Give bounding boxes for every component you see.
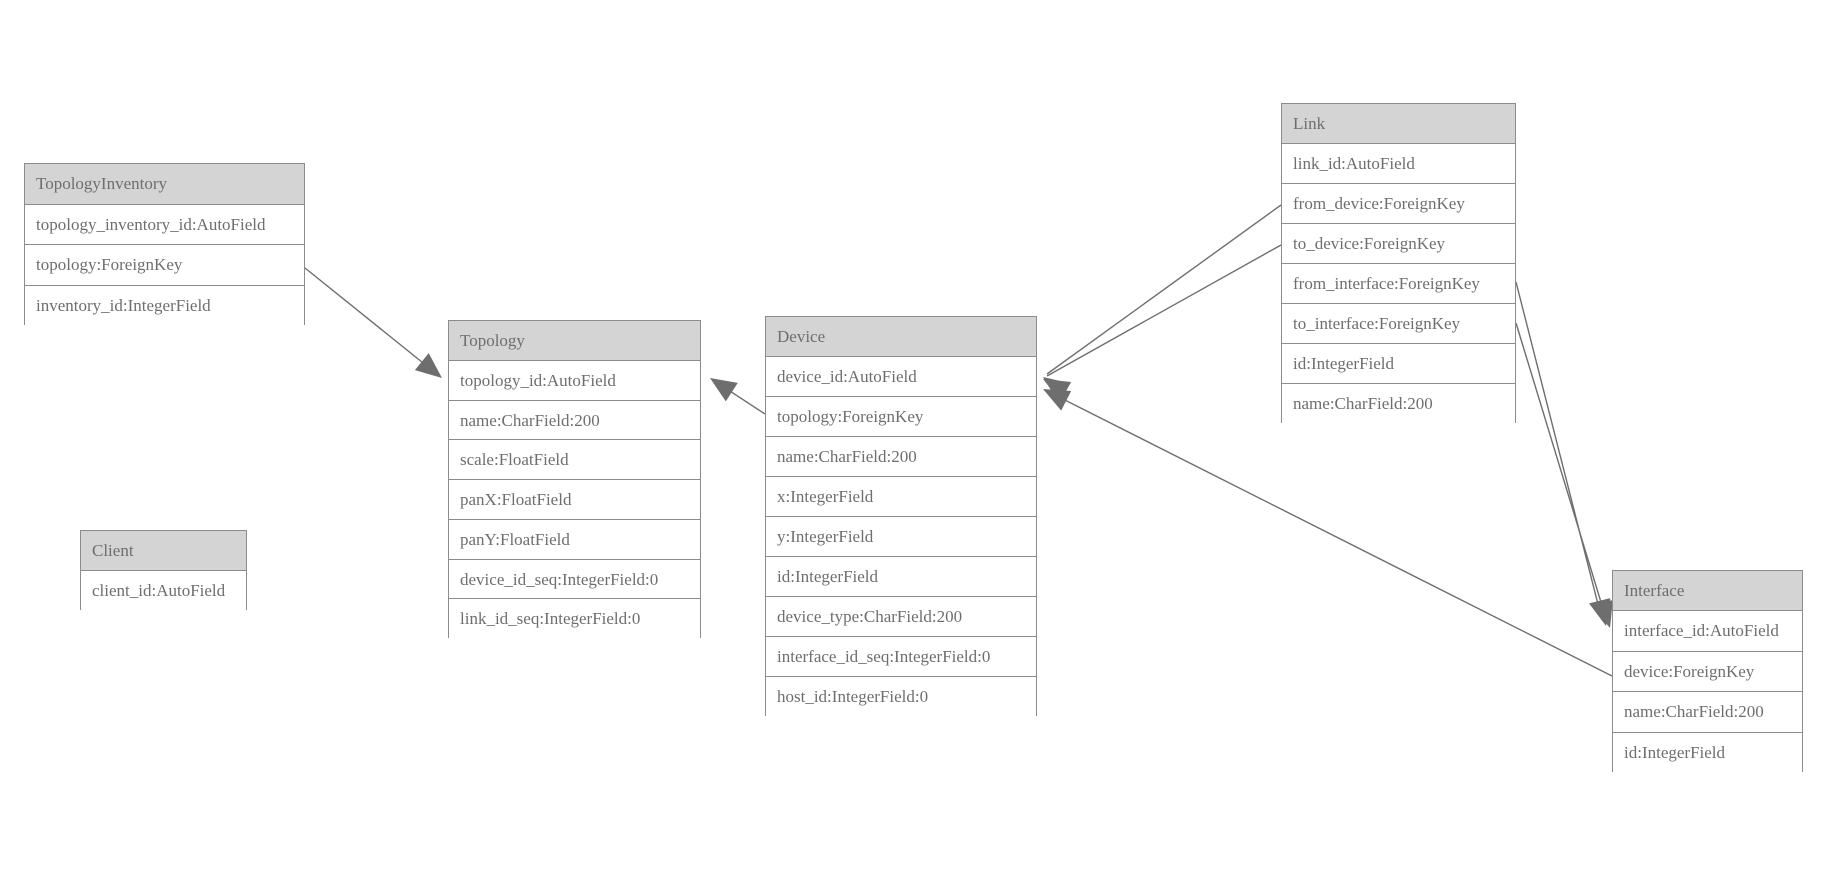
relationship-link-from-device: [1043, 204, 1282, 402]
entity-field-row: name:CharField:200: [766, 437, 1036, 477]
entity-field-row: interface_id_seq:IntegerField:0: [766, 637, 1036, 677]
relationship-topologyinventory-topology: [304, 267, 442, 378]
entity-title-link: Link: [1282, 104, 1515, 144]
entity-field-row: y:IntegerField: [766, 517, 1036, 557]
relationship-arrowhead: [710, 378, 738, 402]
entity-title-device: Device: [766, 317, 1036, 357]
entity-field-row: device_id:AutoField: [766, 357, 1036, 397]
entity-title-interface: Interface: [1613, 571, 1802, 612]
relationship-line: [715, 381, 766, 415]
relationship-line: [1048, 391, 1613, 677]
entity-field-row: panY:FloatField: [449, 519, 700, 560]
relationship-line: [1515, 281, 1603, 621]
relationship-line: [1046, 244, 1282, 377]
entity-field-row: from_interface:ForeignKey: [1282, 264, 1515, 304]
entity-field-row: panX:FloatField: [449, 480, 700, 520]
relationship-line: [1046, 204, 1282, 375]
entity-field-row: topology:ForeignKey: [25, 245, 304, 286]
entity-title-topology: Topology: [449, 321, 700, 361]
entity-field-row: device_id_seq:IntegerField:0: [449, 559, 700, 600]
entity-title-client: Client: [81, 531, 246, 571]
entity-field-row: from_device:ForeignKey: [1282, 184, 1515, 224]
entity-field-row: device:ForeignKey: [1613, 651, 1802, 693]
relationship-link-from-interface: [1515, 281, 1611, 626]
entity-field-row: id:IntegerField: [1282, 344, 1515, 384]
entity-field-row: link_id:AutoField: [1282, 144, 1515, 184]
entity-field-row: topology_id:AutoField: [449, 360, 700, 401]
entity-field-row: topology_inventory_id:AutoField: [25, 204, 304, 245]
entity-field-row: scale:FloatField: [449, 440, 700, 480]
entity-field-row: to_interface:ForeignKey: [1282, 304, 1515, 344]
entity-field-row: id:IntegerField: [766, 557, 1036, 597]
relationship-device-topology: [710, 378, 766, 415]
entity-field-row: x:IntegerField: [766, 477, 1036, 517]
entity-field-row: to_device:ForeignKey: [1282, 224, 1515, 264]
relationship-arrowhead: [1043, 379, 1072, 402]
relationship-arrowhead: [1043, 389, 1072, 411]
entity-field-row: topology:ForeignKey: [766, 397, 1036, 437]
relationship-arrowhead: [414, 353, 442, 378]
entity-title-topology-inventory: TopologyInventory: [25, 164, 304, 205]
entity-field-row: device_type:CharField:200: [766, 597, 1036, 637]
entity-field-row: host_id:IntegerField:0: [766, 677, 1036, 717]
entity-field-row: inventory_id:IntegerField: [25, 285, 304, 326]
entity-field-row: name:CharField:200: [1282, 384, 1515, 424]
relationship-link-to-device: [1043, 244, 1282, 402]
relationship-link-to-interface: [1515, 322, 1613, 628]
relationship-line: [1515, 322, 1608, 623]
entity-field-row: interface_id:AutoField: [1613, 611, 1802, 652]
entity-field-row: link_id_seq:IntegerField:0: [449, 599, 700, 639]
entity-field-row: name:CharField:200: [1613, 692, 1802, 733]
entity-field-row: name:CharField:200: [449, 400, 700, 441]
relationship-line: [304, 267, 439, 376]
entity-field-row: client_id:AutoField: [81, 571, 246, 611]
relationship-arrowhead: [1043, 377, 1071, 402]
entity-field-row: id:IntegerField: [1613, 732, 1802, 773]
